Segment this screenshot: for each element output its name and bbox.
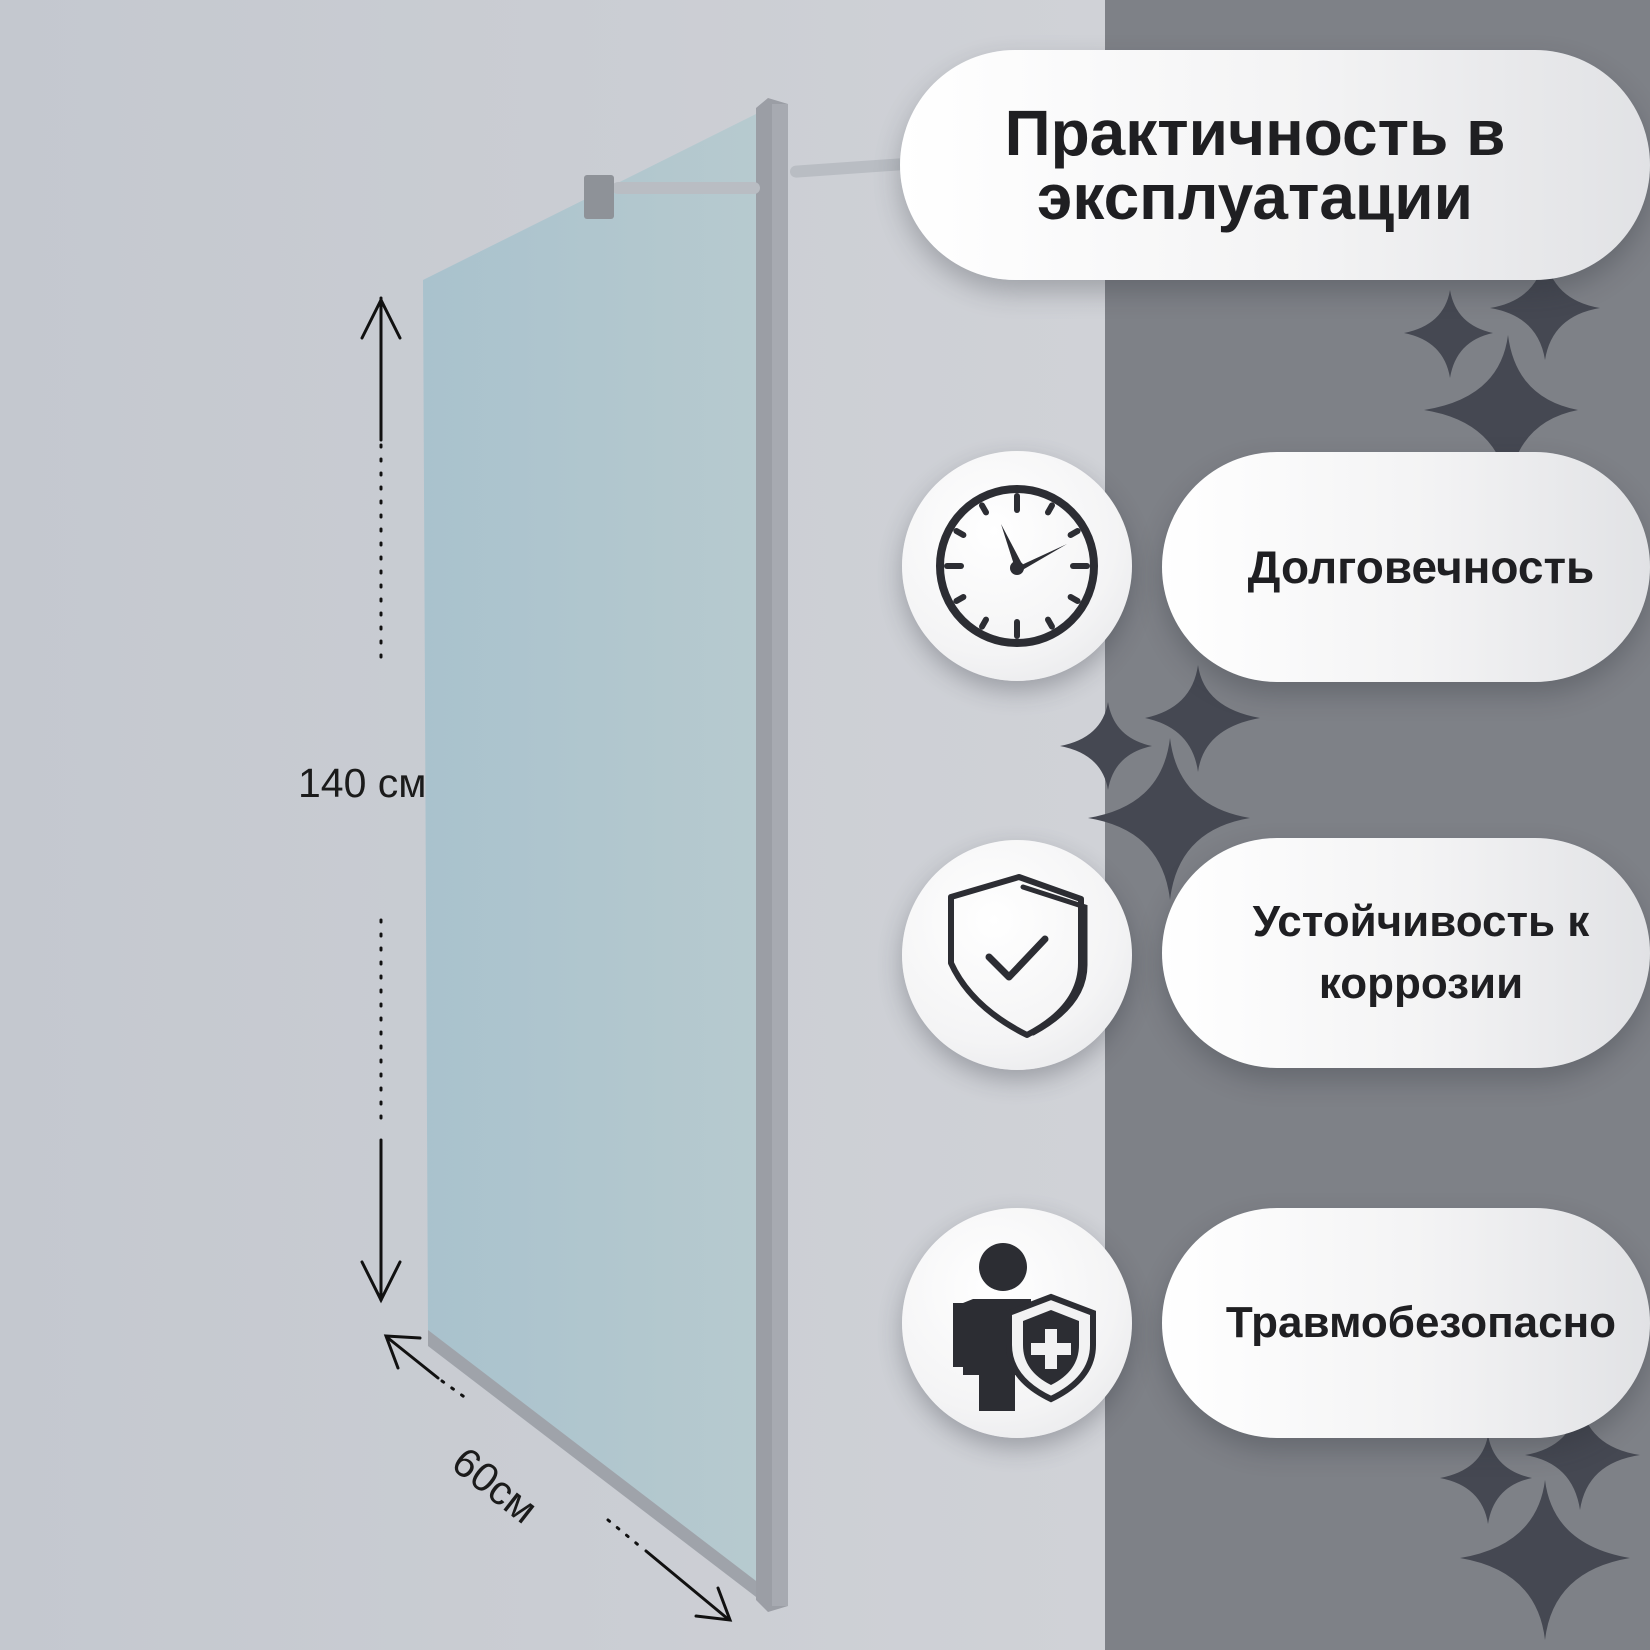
width-dimension-line bbox=[383, 1334, 733, 1622]
page-title: Практичность в эксплуатации bbox=[1004, 97, 1506, 233]
bar-clamp bbox=[584, 175, 614, 219]
bottom-profile bbox=[428, 1330, 760, 1600]
clock-icon bbox=[936, 485, 1098, 647]
stabilizer-bar bbox=[612, 182, 760, 194]
sparkle-decoration bbox=[1060, 665, 1260, 900]
feature-safety-label: Травмобезопасно bbox=[1225, 1298, 1617, 1347]
feature-corrosion-pill: Устойчивость к коррозии bbox=[1162, 838, 1650, 1068]
shield-icon-badge bbox=[902, 840, 1132, 1070]
feature-durability-label: Долговечность bbox=[1247, 541, 1595, 593]
glass-panel bbox=[423, 112, 760, 1588]
feature-durability-pill: Долговечность bbox=[1162, 452, 1650, 682]
feature-corrosion-label: Устойчивость к коррозии bbox=[1252, 897, 1590, 1008]
clock-icon-badge bbox=[902, 451, 1132, 681]
feature-safety-pill: Травмобезопасно bbox=[1162, 1208, 1650, 1438]
sparkle-decoration bbox=[1440, 1400, 1640, 1640]
height-dimension-line bbox=[360, 296, 402, 1304]
person-shield-icon bbox=[953, 1243, 1096, 1411]
height-dimension-label: 140 см bbox=[298, 760, 427, 806]
sparkle-decoration bbox=[1404, 255, 1600, 490]
safety-icon-badge bbox=[902, 1208, 1132, 1438]
header-title-pill: Практичность в эксплуатации bbox=[900, 50, 1650, 280]
shield-check-icon bbox=[948, 874, 1088, 1038]
